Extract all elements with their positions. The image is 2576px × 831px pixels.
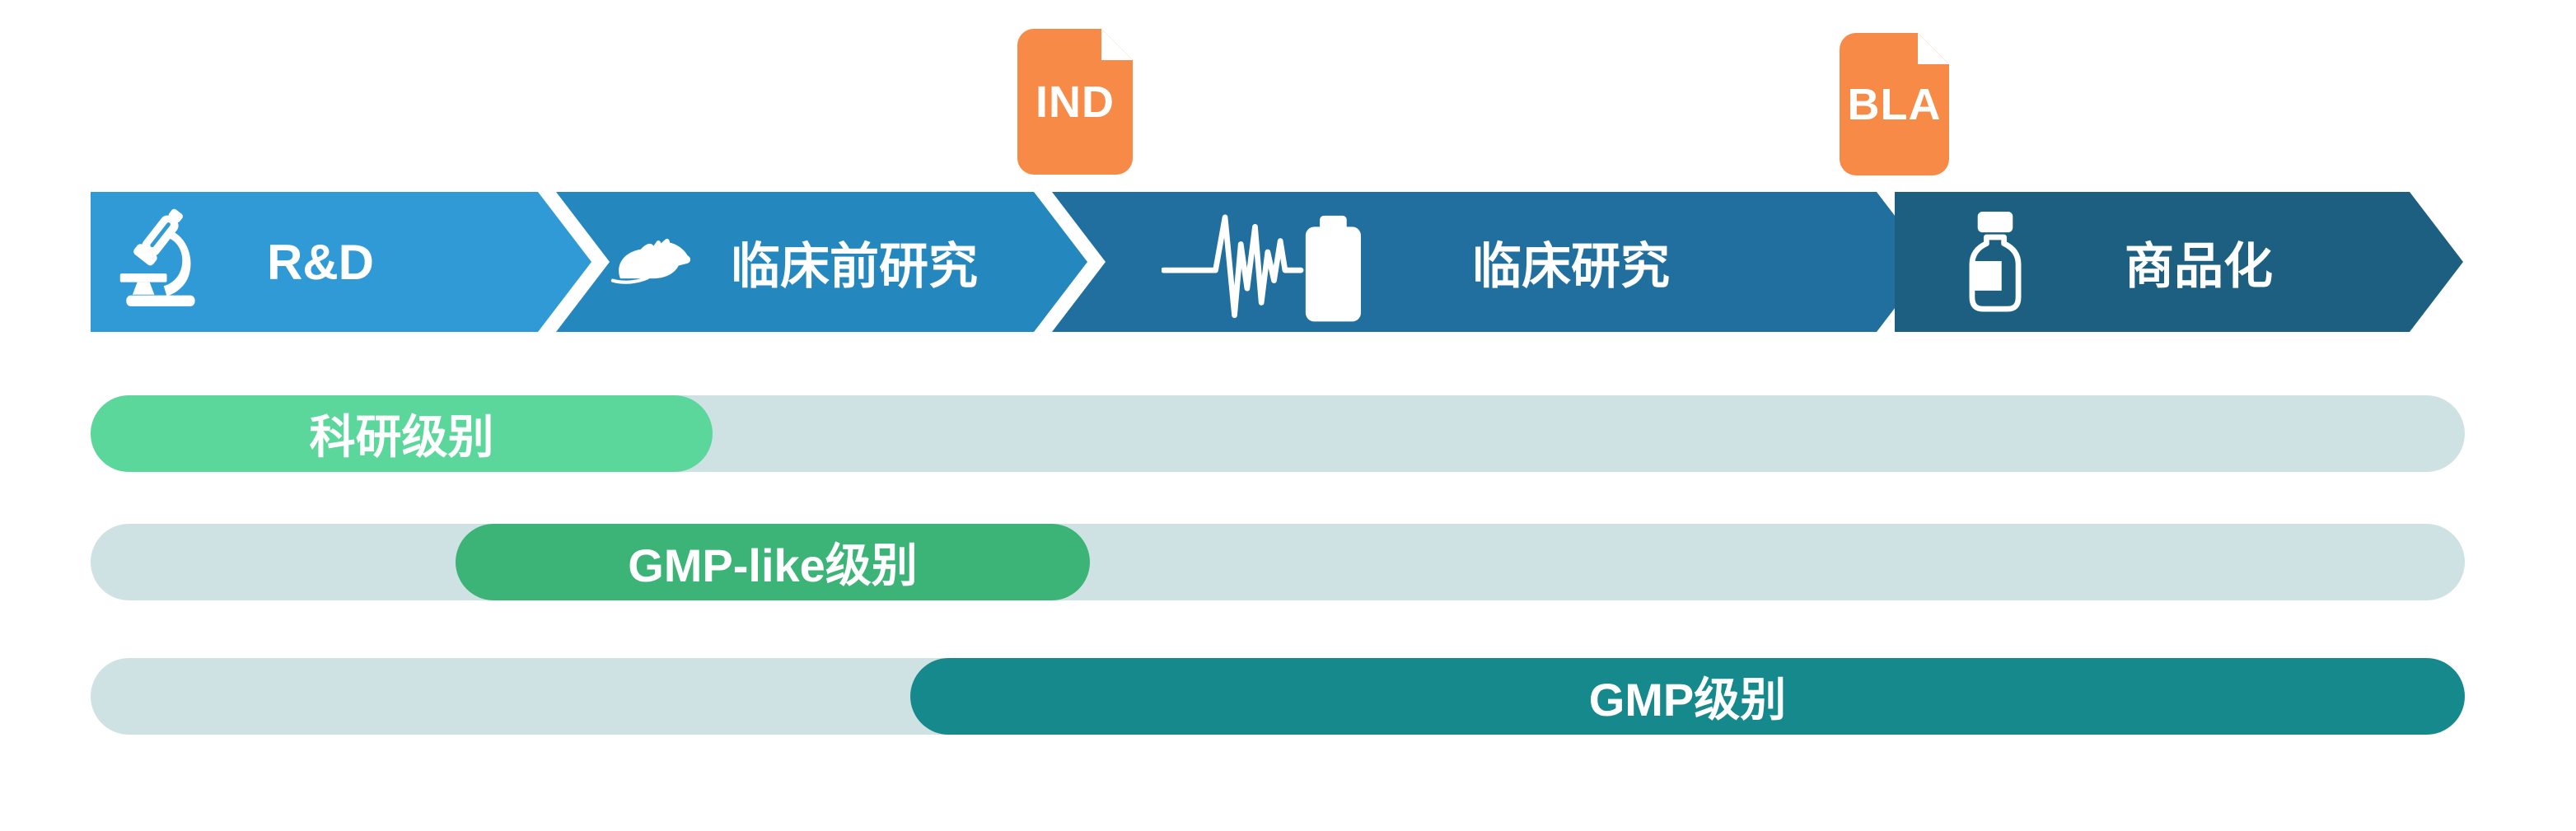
mouse-icon (610, 233, 703, 291)
medicine-bottle-icon (1966, 212, 2024, 312)
ind-label: IND (1036, 77, 1115, 127)
ind-document-icon: IND (1017, 29, 1133, 175)
stage-clinical: 临床研究 (1052, 192, 1930, 332)
grade-bar-label: 科研级别 (309, 411, 494, 463)
microscope-icon (117, 203, 203, 320)
grade-bar-label: GMP-like级别 (628, 539, 918, 591)
stage-label: 临床研究 (1472, 238, 1670, 294)
grade-bar-research: 科研级别 (91, 395, 713, 472)
stage-preclinical: 临床前研究 (556, 192, 1087, 332)
stage-label: 商品化 (2125, 238, 2273, 294)
bla-document-icon: BLA (1840, 33, 1949, 175)
grade-bar-gmp-like: GMP-like级别 (456, 524, 1090, 600)
grade-track-gmp-like (91, 524, 2465, 600)
bla-label: BLA (1847, 79, 1942, 129)
folded-corner (1918, 33, 1949, 64)
folded-corner (1101, 29, 1133, 60)
stage-arrow-band: R&D 临床前研究 临床研究 (0, 192, 2576, 332)
stage-rnd: R&D (91, 192, 591, 332)
ecg-clipboard-icon (1162, 195, 1367, 329)
stage-commercialization: 商品化 (1895, 192, 2463, 332)
stage-label: 临床前研究 (731, 238, 978, 294)
grade-bar-label: GMP级别 (1588, 674, 1787, 726)
grade-bar-gmp: GMP级别 (910, 658, 2465, 735)
stage-label: R&D (267, 234, 374, 290)
